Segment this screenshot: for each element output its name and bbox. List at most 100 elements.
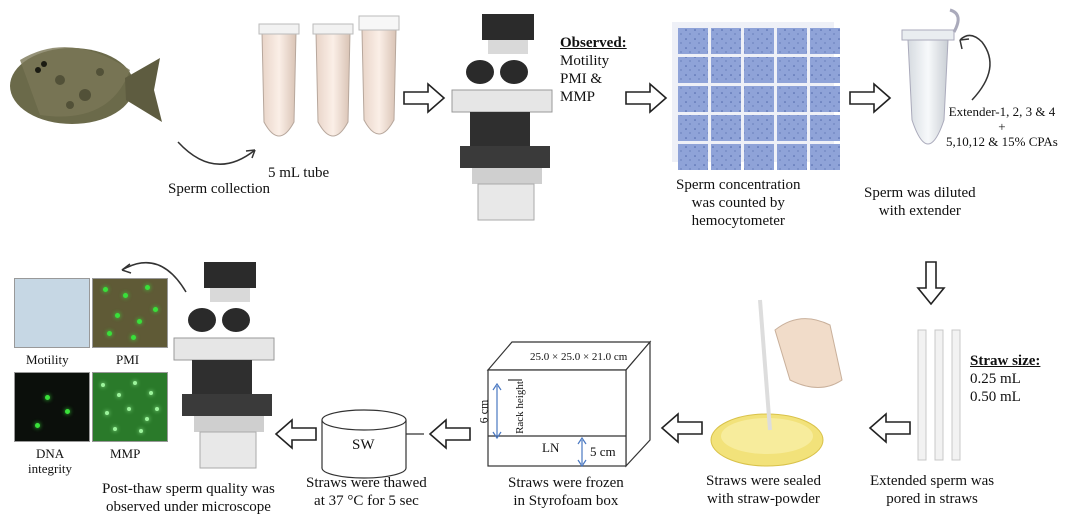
observed-line: MMP <box>560 89 596 105</box>
styrofoam-box <box>486 340 652 468</box>
hemocytometer-cell-dots <box>744 86 774 112</box>
label-postthaw: Post-thaw sperm quality was observed und… <box>102 480 275 516</box>
concentration-line: Sperm concentration <box>676 177 801 193</box>
hemocytometer-cell-dots <box>810 28 840 54</box>
dilution-line: Sperm was diluted <box>864 185 976 201</box>
hemocytometer-cell-dots <box>711 115 741 141</box>
fluorescent-dot <box>153 307 158 312</box>
micro-label-dna: DNA integrity <box>28 446 72 476</box>
observed-heading: Observed: <box>560 35 627 51</box>
flatfish-image <box>10 47 162 124</box>
fluorescent-dot <box>35 423 40 428</box>
label-observed: Observed: Motility PMI & MMP <box>560 34 627 106</box>
fluorescent-dot <box>145 417 149 421</box>
curved-arrow-icon <box>177 141 256 165</box>
straw-powder-dish <box>710 299 843 467</box>
micrograph-pmi <box>92 278 168 348</box>
hemocytometer-grid <box>672 22 840 170</box>
label-straw-size: Straw size: 0.25 mL 0.50 mL <box>970 352 1040 406</box>
hemocytometer-cell-dots <box>711 144 741 170</box>
label-extended: Extended sperm was pored in straws <box>870 472 994 508</box>
label-sealed: Straws were sealed with straw-powder <box>706 472 821 508</box>
microscope-icon <box>451 14 553 221</box>
straw-line: 0.50 mL <box>970 389 1021 405</box>
fluorescent-dot <box>149 391 153 395</box>
fluorescent-dot <box>115 313 120 318</box>
extender-line: 5,10,12 & 15% CPAs <box>946 134 1058 149</box>
curved-arrow-icon <box>959 34 991 101</box>
straws-icon <box>917 329 961 461</box>
extender-line: + <box>998 119 1006 134</box>
dilution-line: with extender <box>878 203 961 219</box>
hemocytometer-cell-dots <box>678 115 708 141</box>
fluorescent-dot <box>139 429 143 433</box>
concentration-line: hemocytometer <box>691 213 785 229</box>
hemocytometer-cell-dots <box>810 115 840 141</box>
sealed-line: Straws were sealed <box>706 473 821 489</box>
postthaw-line: observed under microscope <box>105 499 271 515</box>
label-tube: 5 mL tube <box>268 165 330 181</box>
hemocytometer-cell-dots <box>777 144 807 170</box>
falcon-tube-icon <box>258 15 400 137</box>
fluorescent-dot <box>65 409 70 414</box>
water-bath-icon <box>321 409 424 479</box>
dna-line: DNA <box>35 446 65 461</box>
micro-label-mmp: MMP <box>110 446 141 461</box>
fluorescent-dot <box>101 383 105 387</box>
fluorescent-dot <box>155 407 159 411</box>
straw-line: 0.25 mL <box>970 371 1021 387</box>
frozen-line: Straws were frozen <box>508 475 624 491</box>
straw-heading: Straw size: <box>970 353 1041 369</box>
eppendorf-tube-icon <box>901 8 960 145</box>
observed-line: PMI & <box>560 71 603 87</box>
fluorescent-dot <box>107 331 112 336</box>
frozen-line: in Styrofoam box <box>513 493 619 509</box>
hemocytometer-cell-dots <box>777 86 807 112</box>
hemocytometer-cell-dots <box>711 86 741 112</box>
label-extender: Extender-1, 2, 3 & 4 + 5,10,12 & 15% CPA… <box>946 104 1058 149</box>
label-thawed: Straws were thawed at 37 °C for 5 sec <box>306 474 427 510</box>
fluorescent-dot <box>127 407 131 411</box>
fluorescent-dot <box>131 335 136 340</box>
extender-line: Extender-1, 2, 3 & 4 <box>948 104 1056 119</box>
fluorescent-dot <box>105 411 109 415</box>
hemocytometer-cell-dots <box>777 28 807 54</box>
fluorescent-dot <box>145 285 150 290</box>
rack-height-label: Rack height <box>513 381 526 434</box>
hemocytometer-cell-dots <box>678 57 708 83</box>
fluorescent-dot <box>137 319 142 324</box>
hemocytometer-cell-dots <box>678 86 708 112</box>
observed-line: Motility <box>560 53 610 69</box>
fluorescent-dot <box>45 395 50 400</box>
rack-height-value: 6 cm <box>476 399 491 424</box>
hemocytometer-cell-dots <box>810 86 840 112</box>
thawed-line: Straws were thawed <box>306 475 427 491</box>
micro-label-motility: Motility <box>26 352 69 367</box>
micrograph-motility <box>14 278 90 348</box>
micro-label-pmi: PMI <box>116 352 140 367</box>
sealed-line: with straw-powder <box>707 491 820 507</box>
microscope-icon-2 <box>173 261 275 469</box>
micrograph-mmp <box>92 372 168 442</box>
label-sperm-collection: Sperm collection <box>168 181 271 197</box>
hemocytometer-cell-dots <box>711 57 741 83</box>
extended-line: pored in straws <box>886 491 978 507</box>
hemocytometer-cell-dots <box>744 144 774 170</box>
curved-arrow-icon <box>121 261 187 293</box>
fluorescent-dot <box>117 393 121 397</box>
hemocytometer-cell-dots <box>744 115 774 141</box>
hemocytometer-cell-dots <box>744 57 774 83</box>
fluorescent-dot <box>113 427 117 431</box>
ln-label: LN <box>542 440 560 455</box>
hemocytometer-cell-dots <box>810 144 840 170</box>
hemocytometer-cell-dots <box>678 28 708 54</box>
label-dilution: Sperm was diluted with extender <box>864 184 976 220</box>
hemocytometer-cell-dots <box>810 57 840 83</box>
hemocytometer-cell-dots <box>678 144 708 170</box>
ln-height: 5 cm <box>590 444 616 459</box>
label-concentration: Sperm concentration was counted by hemoc… <box>676 176 801 230</box>
fluorescent-dot <box>103 287 108 292</box>
box-dimensions: 25.0 × 25.0 × 21.0 cm <box>530 351 628 363</box>
